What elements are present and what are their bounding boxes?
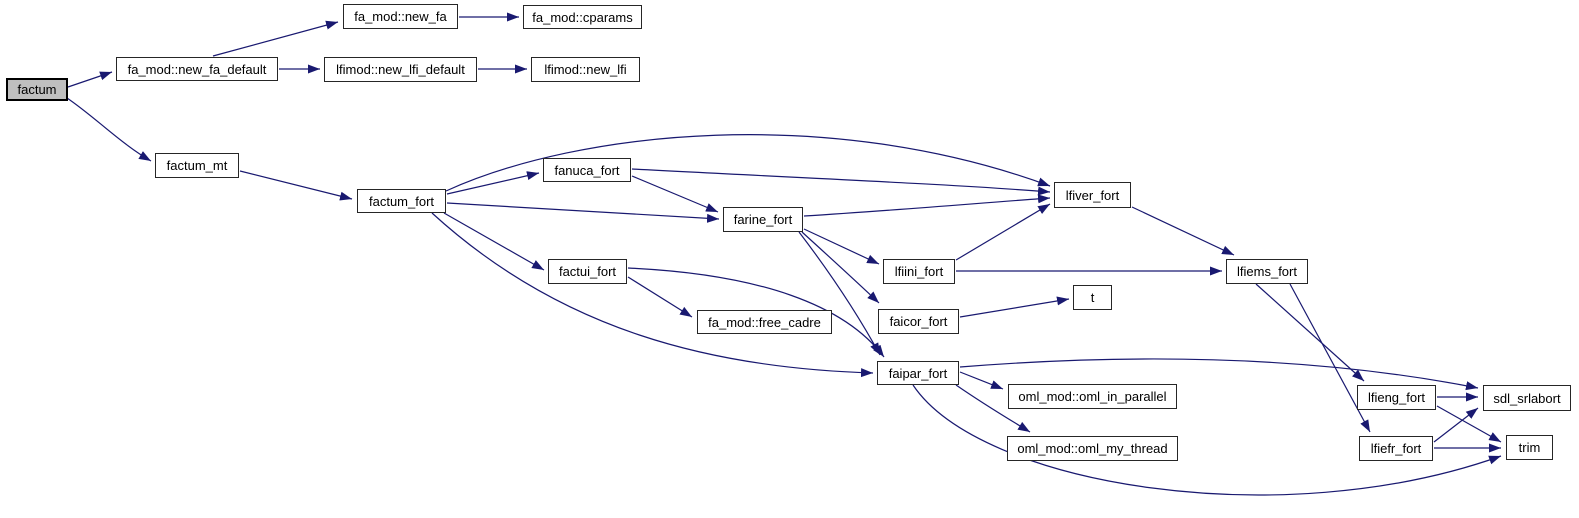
edge-farine_fort-to-lfiini_fort bbox=[803, 228, 880, 265]
node-oml_mod-oml_my_thread[interactable]: oml_mod::oml_my_thread bbox=[1007, 436, 1178, 461]
edge-lfiems_fort-to-lfiefr_fort bbox=[1289, 283, 1371, 433]
node-faipar_fort[interactable]: faipar_fort bbox=[877, 361, 959, 385]
edge-lfiini_fort-to-lfiver_fort bbox=[955, 203, 1051, 261]
edge-faipar_fort-to-sdl_srlabort bbox=[959, 358, 1479, 391]
edge-lfiver_fort-to-lfiems_fort bbox=[1131, 206, 1235, 256]
edge-factum_fort-to-fanuca_fort bbox=[446, 171, 540, 195]
node-fa_mod-new_fa[interactable]: fa_mod::new_fa bbox=[343, 4, 458, 29]
node-factui_fort[interactable]: factui_fort bbox=[548, 259, 627, 284]
node-factum_mt[interactable]: factum_mt bbox=[155, 153, 239, 178]
edge-factui_fort-to-free_cadre bbox=[627, 276, 693, 318]
node-trim[interactable]: trim bbox=[1506, 435, 1553, 460]
edge-faipar_fort-to-oml_my_thread bbox=[955, 384, 1031, 433]
node-factum_fort[interactable]: factum_fort bbox=[357, 189, 446, 213]
edge-factum-to-factum_mt bbox=[66, 97, 152, 162]
node-lfiini_fort[interactable]: lfiini_fort bbox=[883, 259, 955, 284]
node-factum[interactable]: factum bbox=[6, 78, 68, 101]
node-lfimod-new_lfi_default[interactable]: lfimod::new_lfi_default bbox=[324, 57, 477, 82]
node-lfiefr_fort[interactable]: lfiefr_fort bbox=[1359, 436, 1433, 461]
edge-faipar_fort-to-trim bbox=[912, 384, 1502, 496]
node-faicor_fort[interactable]: faicor_fort bbox=[878, 309, 959, 334]
edge-factui_fort-to-faipar_fort bbox=[627, 267, 885, 358]
edge-factum-to-new_fa_default bbox=[67, 71, 113, 88]
edge-lfiefr_fort-to-sdl_srlabort bbox=[1433, 407, 1479, 443]
edge-factum_fort-to-lfiver_fort bbox=[445, 134, 1051, 192]
edge-factum_mt-to-factum_fort bbox=[239, 170, 353, 201]
edge-lfieng_fort-to-trim bbox=[1436, 405, 1502, 443]
node-lfieng_fort[interactable]: lfieng_fort bbox=[1357, 385, 1436, 410]
node-fanuca_fort[interactable]: fanuca_fort bbox=[543, 158, 631, 182]
edge-factum_fort-to-factui_fort bbox=[443, 212, 545, 271]
edge-farine_fort-to-faicor_fort bbox=[801, 231, 880, 304]
edge-faipar_fort-to-oml_in_parallel bbox=[959, 371, 1004, 390]
edge-farine_fort-to-faipar_fort bbox=[798, 231, 881, 356]
edge-farine_fort-to-lfiver_fort bbox=[803, 194, 1051, 217]
edge-factum_fort-to-faipar_fort bbox=[431, 212, 874, 378]
node-fa_mod-free_cadre[interactable]: fa_mod::free_cadre bbox=[697, 310, 832, 334]
node-farine_fort[interactable]: farine_fort bbox=[723, 207, 803, 232]
node-lfimod-new_lfi[interactable]: lfimod::new_lfi bbox=[531, 57, 640, 82]
edge-fanuca_fort-to-farine_fort bbox=[631, 175, 719, 213]
node-t[interactable]: t bbox=[1073, 285, 1112, 310]
node-lfiver_fort[interactable]: lfiver_fort bbox=[1054, 182, 1131, 208]
node-fa_mod-cparams[interactable]: fa_mod::cparams bbox=[523, 5, 642, 29]
edge-factum_fort-to-farine_fort bbox=[446, 202, 720, 223]
edge-fanuca_fort-to-lfiver_fort bbox=[631, 168, 1051, 196]
node-lfiems_fort[interactable]: lfiems_fort bbox=[1226, 259, 1308, 284]
edge-lfiems_fort-to-lfieng_fort bbox=[1255, 283, 1365, 382]
node-fa_mod-new_fa_default[interactable]: fa_mod::new_fa_default bbox=[116, 57, 278, 81]
node-sdl_srlabort[interactable]: sdl_srlabort bbox=[1483, 385, 1571, 411]
node-oml_mod-oml_in_parallel[interactable]: oml_mod::oml_in_parallel bbox=[1008, 384, 1177, 409]
edge-faicor_fort-to-t bbox=[959, 296, 1070, 318]
edge-new_fa_default-to-new_fa bbox=[212, 20, 339, 57]
